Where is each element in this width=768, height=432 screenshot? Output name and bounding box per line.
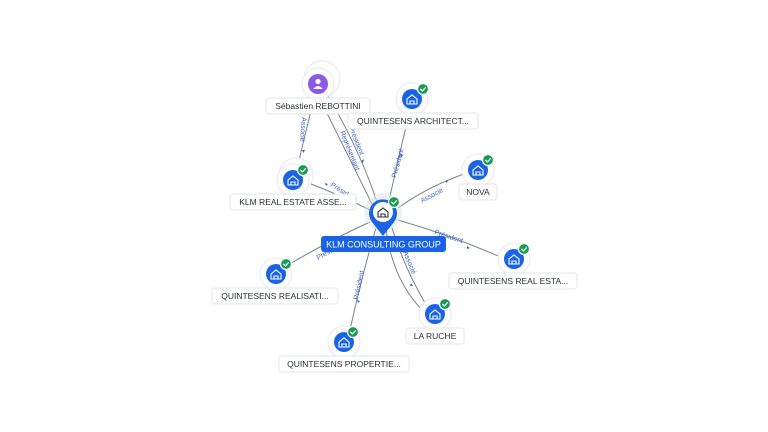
check-icon [420, 87, 426, 92]
arrowhead-icon [302, 150, 305, 153]
edge-label-president: Président [353, 270, 366, 300]
node-label-box [405, 327, 465, 345]
node-nova[interactable]: NOVA [458, 153, 498, 201]
arrowhead-icon [325, 183, 328, 186]
person-icon [313, 78, 323, 89]
verified-badge [279, 257, 293, 271]
edge-label-associe: Associé [420, 187, 445, 205]
node-label: NOVA [466, 187, 490, 197]
verified-badge [416, 82, 430, 96]
node-quintesens-real-esta[interactable]: QUINTESENS REAL ESTA... [448, 242, 578, 290]
verified-badge [481, 153, 495, 167]
edge-label-associe: Associé [298, 117, 307, 142]
arrowhead-icon [445, 180, 448, 183]
node-label-box [229, 193, 357, 211]
node-label: LA RUCHE [414, 331, 457, 341]
edge-nova-center[interactable] [397, 171, 471, 209]
edge-real-esta-center[interactable] [397, 219, 504, 259]
node-label-box [458, 183, 498, 201]
check-icon [391, 200, 397, 205]
arrowhead-icon [357, 300, 360, 303]
node-center-klm-consulting-group[interactable]: KLM CONSULTING GROUP [321, 193, 446, 252]
check-icon [300, 168, 306, 173]
center-label: KLM CONSULTING GROUP [326, 240, 441, 250]
node-sebastien[interactable]: Sébastien REBOTTINI [265, 60, 371, 115]
edge-arrows [302, 150, 470, 303]
building-icon [472, 165, 484, 176]
verified-badge [387, 195, 401, 209]
building-icon [429, 309, 441, 320]
node-quintesens-architect[interactable]: QUINTESENS ARCHITECT... [347, 82, 479, 130]
building-icon [338, 337, 350, 348]
arrowhead-icon [361, 159, 364, 163]
node-label-box [347, 112, 479, 130]
verified-badge [346, 325, 360, 339]
building-icon [377, 207, 389, 218]
node-label: QUINTESENS ARCHITECT... [357, 116, 469, 126]
node-quintesens-propertie[interactable]: QUINTESENS PROPERTIE... [278, 325, 410, 373]
verified-badge [296, 163, 310, 177]
check-icon [350, 330, 356, 335]
verified-badge [517, 242, 531, 256]
building-icon [287, 175, 299, 186]
arrowhead-icon [467, 246, 470, 249]
node-label-box [448, 272, 578, 290]
node-label: Sébastien REBOTTINI [275, 101, 361, 111]
check-icon [442, 302, 448, 307]
edge-label-president: Président [391, 148, 405, 178]
node-label-box [265, 97, 371, 115]
check-icon [485, 158, 491, 163]
node-klm-real-estate[interactable]: KLM REAL ESTATE ASSE... [229, 157, 357, 211]
verified-badge [438, 297, 452, 311]
node-label: QUINTESENS PROPERTIE... [287, 359, 401, 369]
node-label: QUINTESENS REAL ESTA... [458, 276, 569, 286]
node-label-box [211, 287, 339, 305]
building-icon [406, 94, 418, 105]
node-la-ruche[interactable]: LA RUCHE [405, 297, 465, 345]
node-label: KLM REAL ESTATE ASSE... [239, 197, 347, 207]
check-icon [521, 247, 527, 252]
arrowhead-icon [410, 283, 413, 286]
arrowhead-icon [400, 154, 403, 158]
edge-label-associe: Associé [401, 250, 417, 275]
center-label-box [321, 236, 446, 252]
node-label-box [278, 355, 410, 373]
building-icon [270, 269, 282, 280]
node-label: QUINTESENS REALISATI... [221, 291, 329, 301]
node-quintesens-realisati[interactable]: QUINTESENS REALISATI... [211, 257, 339, 305]
building-icon [508, 254, 520, 265]
check-icon [283, 262, 289, 267]
